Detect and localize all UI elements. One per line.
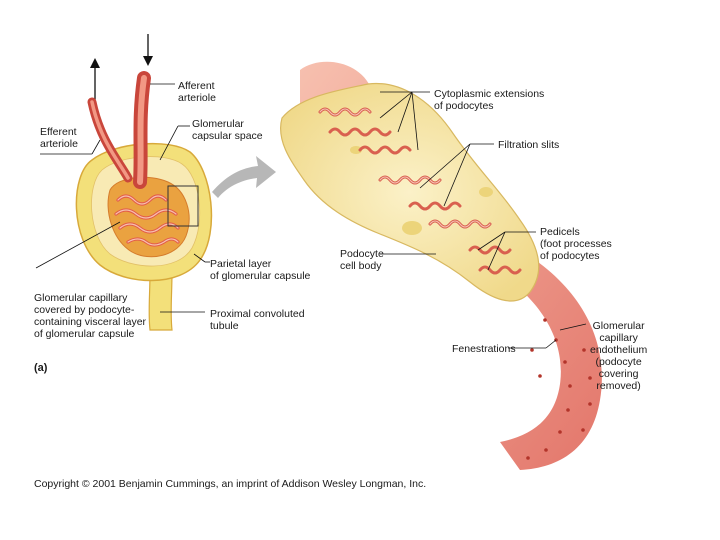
label-efferent-arteriole: Efferent arteriole [40, 126, 78, 150]
proximal-tubule-shape [148, 271, 173, 331]
label-pedicels: Pedicels (foot processes of podocytes [540, 226, 612, 262]
label-afferent-arteriole: Afferent arteriole [178, 80, 216, 104]
fenestrations-dots [526, 318, 592, 460]
copyright-notice: Copyright © 2001 Benjamin Cummings, an i… [34, 478, 427, 490]
label-fenestrations: Fenestrations [452, 343, 516, 355]
label-glomerular-capsular-space: Glomerular capsular space [192, 118, 263, 142]
label-parietal-layer: Parietal layer of glomerular capsule [210, 258, 311, 282]
label-proximal-tubule: Proximal convoluted tubule [210, 308, 305, 332]
label-glomerular-capillary: Glomerular capillary covered by podocyte… [34, 292, 147, 340]
label-capillary-endothelium: Glomerular capillary endothelium (podocy… [590, 320, 648, 392]
leader-lines [35, 83, 587, 349]
label-filtration-slits: Filtration slits [498, 139, 560, 151]
label-cytoplasmic-extensions: Cytoplasmic extensions of podocytes [434, 88, 545, 112]
podocyte-capillary-detail [280, 61, 602, 470]
label-podocyte-cell-body: Podocyte cell body [340, 248, 384, 272]
magnify-arrow [212, 156, 276, 198]
panel-label: (a) [34, 362, 48, 374]
glomerular-tuft [107, 176, 190, 258]
magnified-region-box [167, 185, 199, 227]
blood-flow-arrows [90, 34, 153, 100]
renal-corpuscle [75, 34, 213, 331]
